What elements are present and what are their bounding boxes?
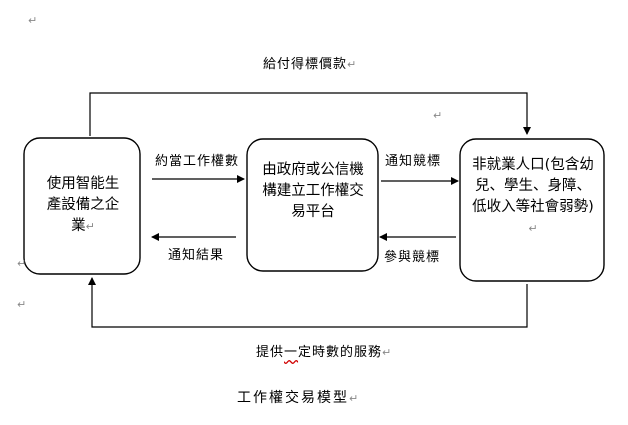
edge-provide-service-label: 提供一定時數的服務↵ bbox=[256, 345, 393, 360]
node-platform-label: 由政府或公信機構建立工作權交易平台 bbox=[262, 162, 364, 220]
edge-contract-work-rights-label: 約當工作權數 bbox=[155, 154, 240, 169]
edge-provide-service-line bbox=[88, 277, 528, 328]
paragraph-mark-4: ↵ bbox=[17, 298, 27, 311]
node-nonemployed-box bbox=[459, 138, 605, 282]
edge-pay-price-label: 給付得標價款↵ bbox=[263, 57, 358, 72]
node-nonemployed-label: 非就業人口(包含幼兒、學生、身障、低收入等社會弱勢)↵ bbox=[472, 157, 594, 235]
diagram-caption: 工作權交易模型↵ bbox=[237, 390, 361, 406]
paragraph-mark-3: ↵ bbox=[17, 257, 27, 270]
edge-notify-result-label: 通知結果 bbox=[168, 248, 225, 263]
node-platform-box bbox=[246, 138, 379, 272]
node-enterprise-box bbox=[23, 137, 141, 275]
edge-join-bid-label: 參與競標 bbox=[384, 250, 441, 265]
paragraph-mark-2: ↵ bbox=[433, 109, 443, 122]
node-enterprise-label: 使用智能生產設備之企業↵ bbox=[46, 176, 120, 234]
edge-notify-bid-label: 通知競標 bbox=[385, 154, 442, 169]
edge-pay-price-line bbox=[89, 92, 531, 136]
paragraph-mark-1: ↵ bbox=[28, 14, 38, 27]
